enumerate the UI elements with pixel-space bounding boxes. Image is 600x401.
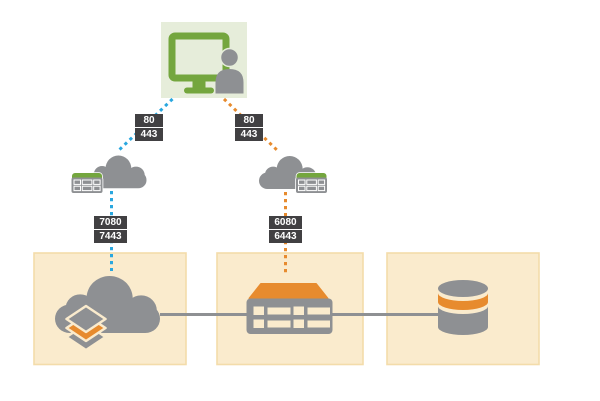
cloud-with-layers-icon [55,276,160,352]
right-appliance-icon [295,172,328,194]
port-label-left-mid: 7080 7443 [94,216,127,243]
client-workstation [161,22,247,98]
user-icon [215,47,244,94]
left-appliance-icon [70,172,104,194]
port-6080: 6080 [269,216,302,229]
port-6443: 6443 [269,230,302,243]
port-80: 80 [135,114,163,127]
layers-icon [65,304,107,352]
server-icon [246,283,333,334]
port-7080: 7080 [94,216,127,229]
blue-dotted-line-top [115,97,174,154]
port-443: 443 [235,128,263,141]
port-443: 443 [135,128,163,141]
database-icon [438,280,488,335]
right-tier-box [386,252,540,366]
server-slots [253,306,330,328]
port-label-left-top: 80 443 [135,114,163,141]
port-80: 80 [235,114,263,127]
right-gateway-cloud-icon [259,156,328,194]
port-label-right-mid: 6080 6443 [269,216,302,243]
port-label-right-top: 80 443 [235,114,263,141]
port-7443: 7443 [94,230,127,243]
left-gateway-cloud-icon [70,155,147,194]
